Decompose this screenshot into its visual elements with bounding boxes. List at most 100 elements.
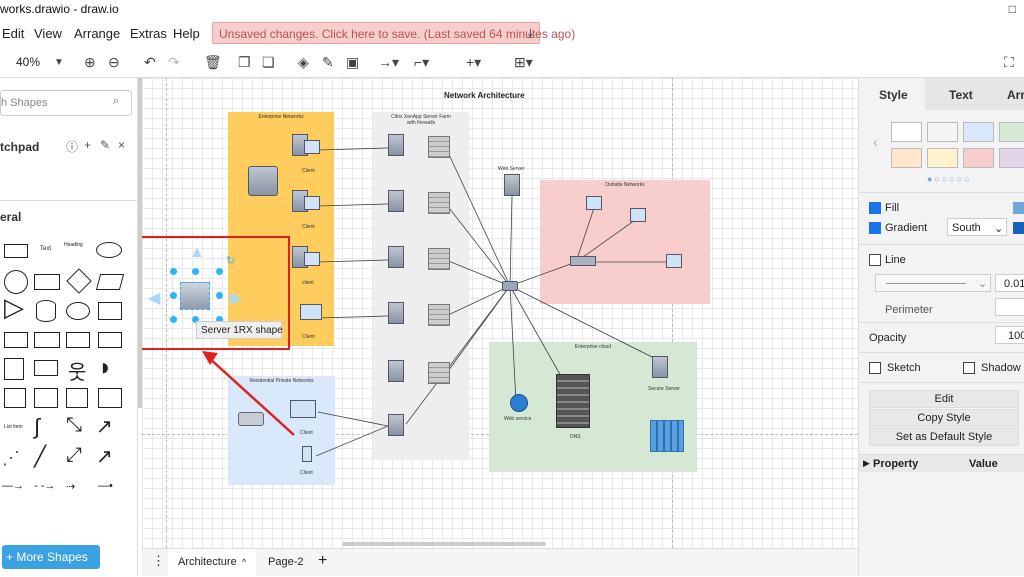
add-page-icon[interactable]: + [318,552,328,569]
phone-icon[interactable] [302,446,312,462]
clone-left-arrow-icon[interactable]: ◀ [148,290,161,307]
gradient-checkbox[interactable] [869,222,881,234]
directional-arrow-shape[interactable]: ↗ [96,446,113,468]
globe-icon[interactable] [510,394,528,412]
step-shape[interactable] [34,332,60,348]
expand-icon[interactable]: ▶ [863,458,870,468]
circle-shape[interactable] [4,270,28,294]
client-monitor-icon[interactable] [666,254,682,268]
swatch-pager[interactable]: ●○○○○○ [927,174,972,184]
fill-checkbox[interactable] [869,202,881,214]
style-swatch[interactable] [927,148,958,168]
style-swatch[interactable] [999,148,1024,168]
tab-architecture[interactable]: Architecture ^ [168,549,256,577]
outside-networks-zone[interactable]: Outside Networks [540,180,710,304]
storage-server-icon[interactable] [248,166,278,196]
resize-handle[interactable] [192,316,199,323]
add-icon[interactable]: + [84,138,92,152]
resize-handle[interactable] [192,268,199,275]
resize-handle[interactable] [170,268,177,275]
monitor-icon[interactable] [304,140,320,154]
sketch-checkbox[interactable] [869,362,881,374]
search-input[interactable]: h Shapes ⌕ [0,90,132,116]
monitor-icon[interactable] [304,196,320,210]
thick-connector-shape[interactable]: ⇢ [66,481,76,493]
firewall-icon[interactable] [428,192,450,214]
gradient-color-swatch[interactable] [1013,222,1024,234]
menu-edit[interactable]: Edit [2,26,25,41]
menu-help[interactable]: Help [173,26,200,41]
cloud-shape[interactable] [66,302,90,320]
heading-shape[interactable]: Heading [64,242,83,248]
resize-handle[interactable] [216,316,223,323]
trapezoid-shape[interactable] [66,332,90,348]
canvas-scrollbar[interactable] [342,542,546,546]
router-icon[interactable] [502,281,518,291]
line-checkbox[interactable] [869,254,881,266]
chevron-left-icon[interactable]: ‹ [873,134,878,150]
firewall-icon[interactable] [428,362,450,384]
zoom-dropdown-icon[interactable]: ▼ [54,57,64,68]
close-icon[interactable]: × [118,138,126,152]
zoom-level[interactable]: 40% [16,55,41,69]
opacity-input[interactable]: 100 [995,326,1024,344]
frame-shape[interactable] [98,388,122,408]
style-swatch[interactable] [891,122,922,142]
tab-text[interactable]: Text [925,78,995,110]
connection-icon[interactable]: →▾ [378,54,400,70]
tape-shape[interactable] [98,332,122,348]
document-shape[interactable] [98,302,122,320]
firewall-icon[interactable] [428,304,450,326]
delete-icon[interactable]: 🗑 [204,54,222,70]
list-item-shape[interactable]: List item [4,424,23,430]
resize-handle[interactable] [170,292,177,299]
style-swatch[interactable] [927,122,958,142]
shadow-checkbox[interactable] [963,362,975,374]
line-shape[interactable]: ╱ [34,446,47,468]
diagram-title[interactable]: Network Architecture [444,91,525,100]
buildings-icon[interactable] [650,420,684,452]
to-back-icon[interactable]: ❏ [262,54,275,70]
card-shape[interactable] [4,388,26,408]
table-icon[interactable]: ⊞▾ [514,54,533,70]
laptop-icon[interactable] [300,304,322,320]
fullscreen-icon[interactable]: ⛶ [1004,54,1014,70]
resize-handle[interactable] [170,316,177,323]
diamond-shape[interactable] [66,268,92,294]
cylinder-shape[interactable] [36,300,56,322]
resize-handle[interactable] [216,268,223,275]
menu-extras[interactable]: Extras [130,26,167,41]
perimeter-input[interactable] [995,298,1024,316]
residential-networks-zone[interactable]: Residential Private Networks [228,376,335,485]
waypoints-icon[interactable]: ⌐▾ [414,54,430,70]
menu-view[interactable]: View [34,26,62,41]
line-width-input[interactable]: 0.01 [995,274,1024,292]
insert-icon[interactable]: +▾ [466,54,482,70]
undo-icon[interactable]: ↶ [144,54,156,70]
citrix-server-icon[interactable] [388,302,404,324]
triangle-shape[interactable]: ▷ [4,292,24,322]
clone-up-arrow-icon[interactable]: ▲ [189,244,205,261]
actor-shape[interactable]: 웃 [68,362,87,384]
sidebar-scrollbar[interactable] [138,78,142,408]
redo-icon[interactable]: ↷ [168,54,180,70]
general-title[interactable]: eral [0,210,22,224]
property-header[interactable]: ▶ Property Value [859,454,1024,472]
curve-shape[interactable]: ∫ [34,414,41,439]
scratchpad-title[interactable]: tchpad [0,140,40,154]
note-shape[interactable] [4,358,24,380]
internal-storage-shape[interactable] [34,388,58,408]
line-color-icon[interactable]: ✎ [322,54,334,70]
menu-arrange[interactable]: Arrange [74,26,121,41]
callout-shape[interactable] [34,360,58,376]
restore-window-icon[interactable]: □ [1008,2,1016,16]
style-swatch[interactable] [963,148,994,168]
selected-server-shape[interactable] [180,282,210,310]
chevron-up-icon[interactable]: ^ [242,557,247,567]
process-shape[interactable] [34,274,60,290]
cube-shape[interactable] [4,332,28,348]
ellipse-shape[interactable] [96,242,122,258]
web-server-icon[interactable] [504,174,520,196]
style-swatch[interactable] [999,122,1024,142]
zoom-in-icon[interactable]: ⊕ [84,54,96,70]
